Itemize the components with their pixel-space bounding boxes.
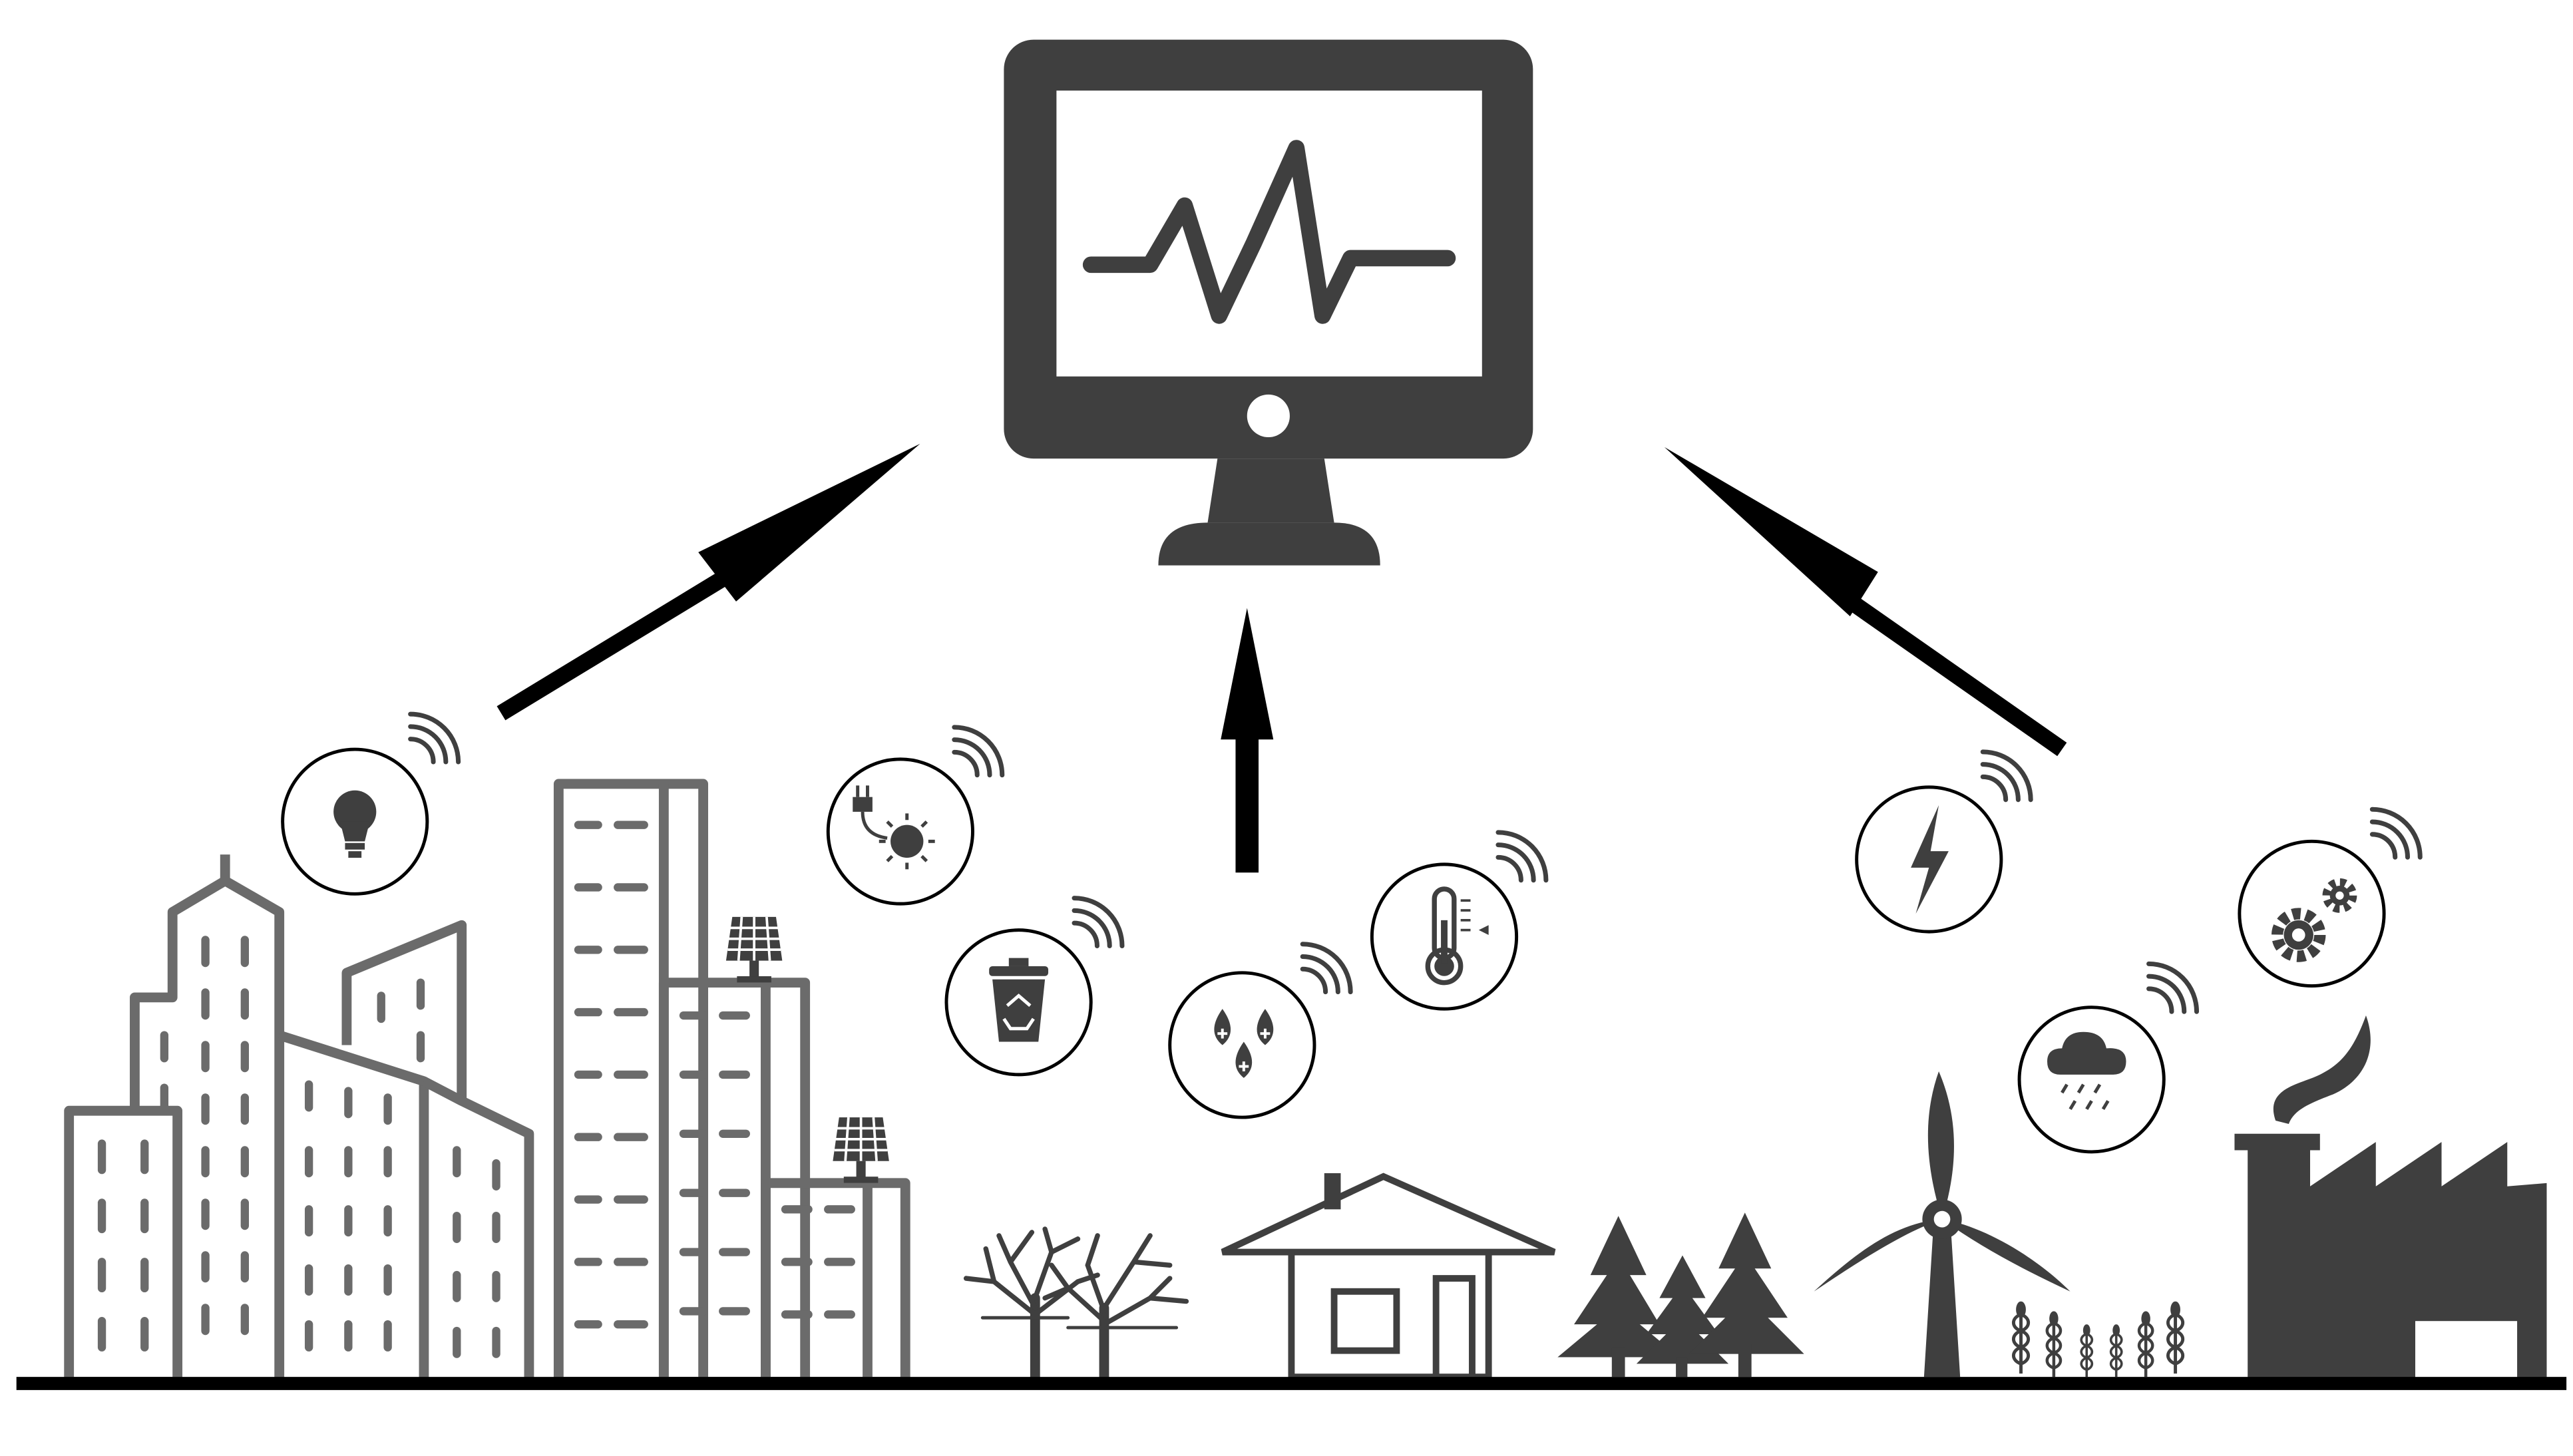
- solar-power-sensor: [826, 727, 1002, 906]
- rain-sensor: [2017, 964, 2197, 1154]
- ground-line: [16, 1377, 2567, 1390]
- lightning-icon: [1911, 805, 1949, 914]
- building-windows: [97, 820, 855, 1358]
- wheat-icon: [2111, 1324, 2122, 1377]
- temperature-sensor: [1370, 832, 1546, 1011]
- solar-panel-mid: [831, 1116, 891, 1184]
- wheat-icon: [2081, 1324, 2092, 1377]
- wifi-signal-icon: [2372, 809, 2420, 857]
- wifi-signal-icon: [1074, 898, 1122, 946]
- machinery-sensor: [2238, 809, 2420, 988]
- wifi-signal-icon: [2149, 964, 2197, 1011]
- factory-icon: [2234, 1015, 2547, 1387]
- wheat-icon: [2013, 1302, 2028, 1374]
- heartbeat-icon: [1082, 140, 1456, 324]
- water-sensor: [1168, 944, 1350, 1119]
- city-buildings: [64, 779, 910, 1387]
- wifi-signal-icon: [1983, 752, 2031, 800]
- energy-sensor: [1855, 752, 2031, 934]
- gears-icon: [2271, 878, 2357, 962]
- wheat-icon: [2139, 1311, 2152, 1377]
- wifi-signal-icon: [954, 727, 1002, 775]
- arrow-home-to-monitor: [1221, 608, 1274, 873]
- lightbulb-sensor: [281, 714, 459, 896]
- lightbulb-icon: [333, 790, 377, 858]
- pine-trees: [1557, 1212, 1804, 1377]
- wheat-icon: [2168, 1302, 2182, 1374]
- water-drops-icon: [1214, 1009, 1274, 1078]
- arrow-industry-to-monitor: [1664, 447, 2067, 757]
- rain-cloud-icon: [2047, 1031, 2126, 1111]
- wind-turbine-icon: [1814, 1071, 2071, 1377]
- waste-bin-sensor: [944, 898, 1122, 1077]
- house-icon: [1221, 1173, 1556, 1381]
- thermometer-icon: [1425, 886, 1489, 986]
- wheat-icon: [2047, 1311, 2061, 1377]
- wifi-signal-icon: [1302, 944, 1350, 992]
- bare-trees: [963, 1226, 1189, 1382]
- recycle-bin-icon: [989, 958, 1049, 1042]
- crops: [2013, 1302, 2182, 1377]
- plug-sun-icon: [853, 785, 935, 870]
- solar-panel-top: [724, 915, 784, 984]
- wifi-signal-icon: [411, 714, 459, 762]
- monitor-icon: [1004, 39, 1533, 566]
- wifi-signal-icon: [1498, 832, 1546, 880]
- arrow-city-to-monitor: [496, 443, 920, 721]
